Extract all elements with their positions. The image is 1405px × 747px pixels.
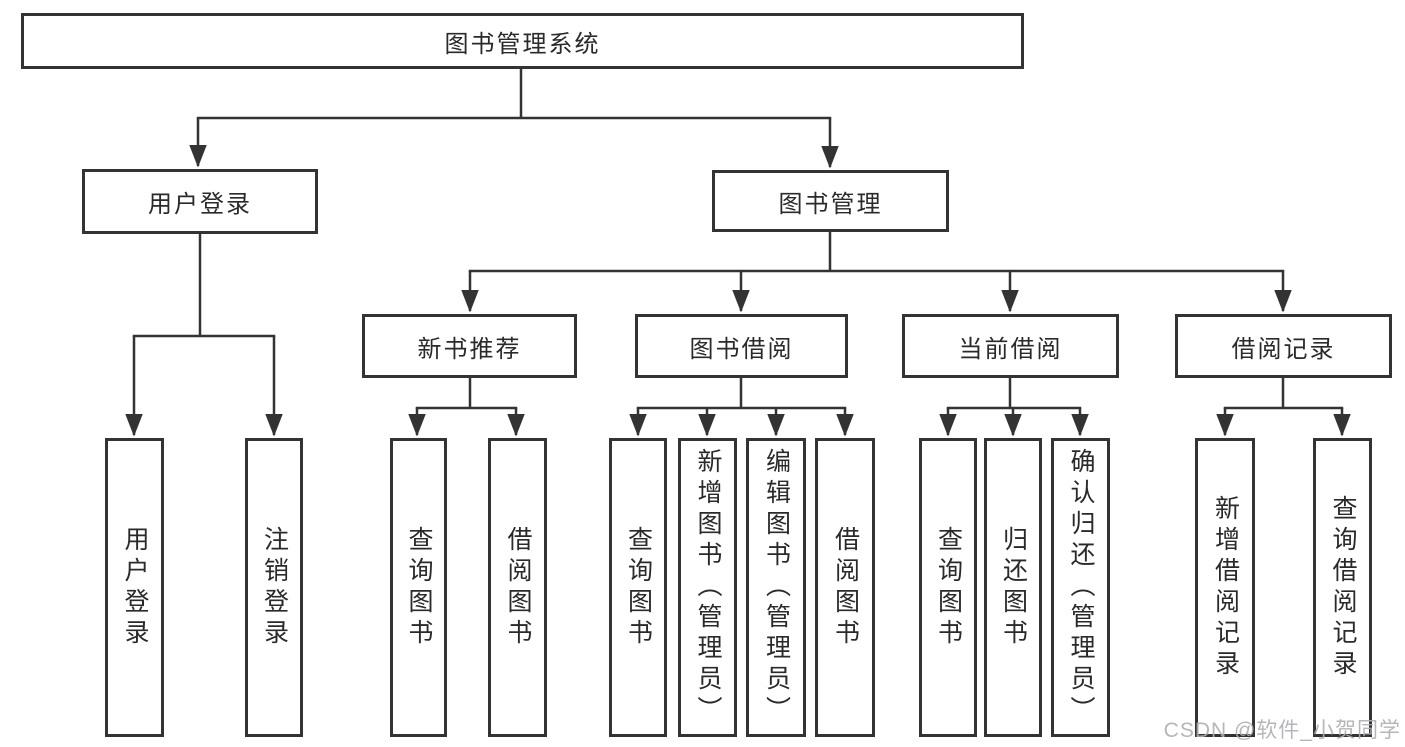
node-user-login: 用户登录 [82, 169, 318, 234]
leaf-query-books-3-label: 查询图书 [934, 525, 963, 650]
node-borrow-records: 借阅记录 [1175, 314, 1392, 378]
leaf-user-login-label: 用户登录 [121, 525, 149, 650]
spine-lines [132, 67, 1344, 410]
node-new-book-recommend: 新书推荐 [362, 314, 577, 378]
node-user-login-label: 用户登录 [148, 191, 252, 218]
leaf-query-borrow-record: 查询借阅记录 [1313, 438, 1372, 737]
leaf-query-books-2: 查询图书 [609, 438, 667, 737]
leaf-return-book: 归还图书 [984, 438, 1042, 737]
leaf-add-book-admin: 新增图书（管理员） [678, 438, 737, 737]
leaf-add-book-admin-label: 新增图书（管理员） [694, 448, 722, 727]
leaf-user-login: 用户登录 [105, 438, 164, 737]
leaf-add-borrow-record-label: 新增借阅记录 [1211, 494, 1240, 681]
leaf-add-borrow-record: 新增借阅记录 [1195, 438, 1255, 737]
node-book-borrow: 图书借阅 [635, 314, 848, 378]
leaf-return-book-label: 归还图书 [999, 525, 1028, 650]
leaf-confirm-return-admin-label: 确认归还（管理员） [1067, 448, 1095, 727]
node-current-borrow-label: 当前借阅 [958, 335, 1063, 363]
leaf-borrow-books-1: 借阅图书 [488, 438, 547, 737]
connector-arrows [125, 118, 1351, 437]
leaf-edit-book-admin-label: 编辑图书（管理员） [762, 448, 791, 727]
csdn-watermark: CSDN @软件_小贺同学 [1163, 719, 1401, 742]
node-current-borrow: 当前借阅 [902, 314, 1119, 378]
leaf-query-books-3: 查询图书 [919, 438, 977, 737]
leaf-logout: 注销登录 [245, 438, 303, 737]
node-root: 图书管理系统 [21, 13, 1024, 69]
leaf-query-borrow-record-label: 查询借阅记录 [1329, 494, 1357, 681]
node-book-management-label: 图书管理 [778, 190, 883, 218]
leaf-borrow-books-2: 借阅图书 [815, 438, 875, 737]
leaf-confirm-return-admin: 确认归还（管理员） [1051, 438, 1110, 737]
leaf-borrow-books-2-label: 借阅图书 [831, 525, 860, 650]
leaf-borrow-books-1-label: 借阅图书 [504, 525, 532, 650]
leaf-query-books-1-label: 查询图书 [405, 525, 433, 650]
leaf-query-books-2-label: 查询图书 [624, 525, 653, 650]
connector-spines [132, 67, 1344, 410]
node-book-management: 图书管理 [712, 170, 949, 232]
node-book-borrow-label: 图书借阅 [689, 335, 794, 363]
node-borrow-records-label: 借阅记录 [1231, 335, 1336, 363]
leaf-edit-book-admin: 编辑图书（管理员） [746, 438, 806, 737]
leaf-query-books-1: 查询图书 [390, 438, 447, 737]
node-root-label: 图书管理系统 [444, 30, 601, 58]
leaf-logout-label: 注销登录 [260, 525, 289, 650]
node-new-book-recommend-label: 新书推荐 [417, 335, 522, 363]
